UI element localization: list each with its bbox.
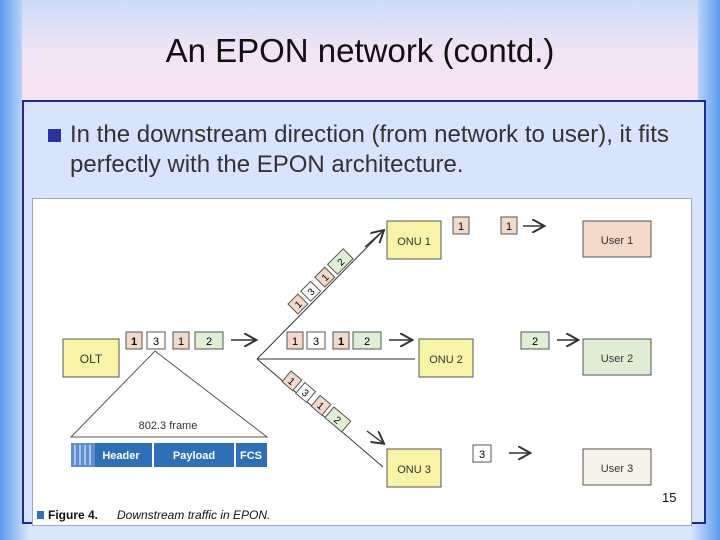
slide-title: An EPON network (contd.) (165, 32, 555, 69)
packet (125, 331, 143, 350)
onu3-label: ONU 3 (397, 464, 431, 476)
packet-label: 1 (506, 221, 512, 233)
packet-label: 2 (331, 415, 343, 427)
packet-label: 1 (338, 336, 344, 348)
onu2-box (418, 338, 474, 378)
packet (452, 216, 470, 235)
user3-box (582, 448, 652, 486)
packet-label: 3 (313, 336, 319, 348)
caption-label: Figure 4. (48, 508, 98, 522)
packet-label: 1 (292, 336, 298, 348)
packet-label: 1 (458, 221, 464, 233)
header-label: Header (102, 450, 140, 462)
figure-downstream-traffic: OLT 1 3 1 2 802.3 frame Header Payload F… (32, 198, 692, 526)
packet-label: 3 (479, 449, 485, 461)
packet (146, 331, 166, 350)
packet-label: 3 (299, 388, 311, 400)
arrow (366, 430, 383, 443)
page-number: 15 (662, 490, 677, 505)
packet-label: 1 (178, 336, 184, 348)
frame-triangle (69, 350, 269, 438)
packet-label: 1 (285, 376, 297, 388)
packet (352, 331, 382, 350)
arrow (364, 231, 383, 248)
packet-label: 3 (153, 336, 159, 348)
olt-box (62, 338, 120, 378)
packet (194, 331, 224, 350)
olt-label: OLT (80, 352, 103, 366)
packet (520, 331, 550, 350)
caption-text: Downstream traffic in EPON. (117, 508, 270, 522)
payload-label: Payload (173, 450, 215, 462)
diagram-svg: OLT 1 3 1 2 802.3 frame Header Payload F… (37, 216, 652, 522)
frame-bar (71, 443, 267, 467)
diag-packets-onu1: 1 3 1 2 (287, 248, 354, 315)
onu3-box (386, 448, 442, 488)
onu1-box (386, 220, 442, 260)
caption-square-icon (37, 511, 44, 519)
packet (286, 331, 304, 350)
title-band (22, 0, 698, 100)
fcs-label: FCS (240, 450, 262, 462)
onu2-label: ONU 2 (429, 354, 463, 366)
frame-label: 802.3 frame (139, 420, 198, 432)
bullet-square-icon (48, 129, 61, 142)
packet-label: 2 (364, 336, 370, 348)
packet (172, 331, 190, 350)
user3-label: User 3 (601, 463, 633, 475)
onu1-label: ONU 1 (397, 236, 431, 248)
packet-label: 1 (131, 336, 137, 348)
packet (472, 444, 492, 463)
user2-box (582, 338, 652, 376)
packet-label: 1 (314, 400, 326, 412)
packet-label: 2 (206, 336, 212, 348)
user1-box (582, 220, 652, 258)
diag-packets-onu3: 1 3 1 2 (281, 370, 352, 433)
packet-label: 2 (532, 336, 538, 348)
packet (500, 216, 518, 235)
link-onu1 (256, 230, 384, 360)
packet (306, 331, 326, 350)
packet (332, 331, 350, 350)
user2-label: User 2 (601, 353, 633, 365)
bullet-text: In the downstream direction (from networ… (70, 121, 669, 178)
user1-label: User 1 (601, 235, 633, 247)
